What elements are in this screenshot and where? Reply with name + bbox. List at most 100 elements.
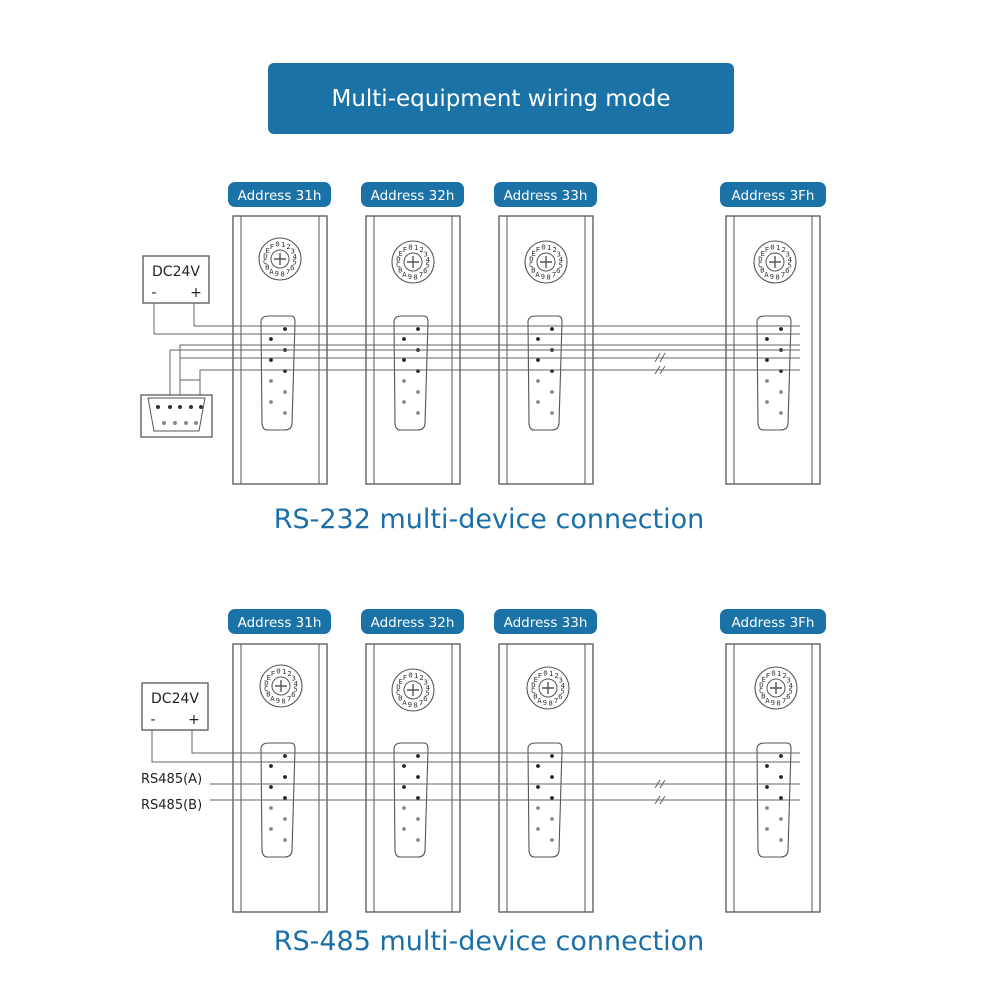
svg-text:5: 5 (787, 261, 791, 270)
svg-text:6: 6 (291, 690, 295, 699)
svg-text:D: D (396, 254, 400, 263)
address-label: Address 33h (504, 615, 588, 631)
svg-text:3: 3 (558, 675, 562, 684)
svg-text:3: 3 (290, 246, 294, 255)
svg-text:6: 6 (290, 263, 294, 272)
svg-text:9: 9 (275, 269, 279, 278)
svg-text:D: D (531, 680, 535, 689)
dial-slot-icon (542, 682, 554, 694)
dial-slot-icon (275, 680, 287, 692)
svg-text:8: 8 (776, 698, 780, 707)
rs485-address-badge-2: Address 32h (361, 609, 464, 634)
svg-text:A: A (402, 698, 407, 707)
svg-text:C: C (758, 260, 762, 269)
svg-text:B: B (266, 690, 271, 699)
title-text: Multi-equipment wiring mode (331, 86, 670, 112)
svg-text:A: A (764, 270, 769, 279)
rs232-caption: RS-232 multi-device connection (274, 504, 705, 535)
rs485-address-badge-4: Address 3Fh (720, 609, 826, 634)
svg-text:F: F (403, 673, 407, 682)
dial-slot-icon (274, 253, 286, 265)
rs232-wires (153, 303, 800, 400)
svg-text:D: D (759, 680, 763, 689)
svg-text:E: E (761, 675, 765, 684)
svg-text:6: 6 (423, 694, 427, 703)
svg-text:E: E (531, 249, 535, 258)
rs232-power-supply: DC24V - + (142, 255, 210, 304)
plus-terminal: + (190, 285, 202, 301)
svg-text:D: D (529, 254, 533, 263)
power-label: DC24V (152, 264, 200, 280)
svg-text:0: 0 (276, 667, 280, 676)
svg-text:C: C (263, 257, 267, 266)
svg-text:8: 8 (280, 269, 284, 278)
address-label: Address 3Fh (732, 188, 815, 204)
svg-text:3: 3 (291, 673, 295, 682)
svg-text:5: 5 (293, 685, 297, 694)
svg-text:F: F (403, 245, 407, 254)
db9-port (393, 315, 429, 431)
rs232-address-badge-4: Address 3Fh (720, 182, 826, 207)
minus-terminal: - (150, 712, 155, 728)
svg-text:E: E (533, 675, 537, 684)
dial-slot-icon (407, 256, 419, 268)
db9-port (756, 315, 792, 431)
db9-port (527, 315, 563, 431)
svg-text:D: D (263, 251, 267, 260)
svg-text:0: 0 (408, 671, 412, 680)
svg-text:2: 2 (781, 245, 785, 254)
svg-text:9: 9 (541, 272, 545, 281)
dial-slot-icon (407, 684, 419, 696)
svg-text:B: B (760, 266, 765, 275)
svg-text:3: 3 (423, 677, 427, 686)
svg-text:4: 4 (426, 683, 431, 692)
minus-terminal: - (151, 285, 156, 301)
svg-text:1: 1 (414, 671, 418, 680)
svg-text:7: 7 (419, 698, 423, 707)
rs485-line-breaks (654, 779, 666, 805)
svg-text:D: D (264, 678, 268, 687)
svg-text:8: 8 (413, 272, 417, 281)
svg-text:3: 3 (785, 249, 789, 258)
svg-text:D: D (396, 682, 400, 691)
svg-text:F: F (536, 245, 540, 254)
rs485-b-label: RS485(B) (141, 798, 202, 813)
svg-text:E: E (760, 249, 764, 258)
svg-text:4: 4 (561, 681, 566, 690)
svg-text:A: A (402, 270, 407, 279)
svg-text:6: 6 (785, 266, 789, 275)
svg-text:E: E (398, 677, 402, 686)
rs485-a-label: RS485(A) (141, 772, 202, 787)
svg-text:F: F (766, 671, 770, 680)
svg-text:1: 1 (281, 240, 285, 249)
svg-text:7: 7 (554, 696, 558, 705)
svg-text:6: 6 (556, 266, 560, 275)
svg-text:9: 9 (771, 698, 775, 707)
svg-text:C: C (759, 686, 763, 695)
svg-text:7: 7 (286, 267, 290, 276)
address-label: Address 31h (238, 188, 322, 204)
rs485-section: Address 31h Address 32h Address 33h Addr… (141, 609, 826, 957)
rs232-address-badge-1: Address 31h (228, 182, 331, 207)
svg-text:3: 3 (556, 249, 560, 258)
address-label: Address 33h (504, 188, 588, 204)
svg-text:5: 5 (292, 258, 296, 267)
svg-text:0: 0 (275, 240, 279, 249)
address-label: Address 32h (371, 615, 455, 631)
svg-text:2: 2 (287, 669, 291, 678)
title-banner-bg (268, 63, 734, 134)
svg-text:B: B (265, 263, 270, 272)
svg-text:5: 5 (560, 687, 564, 696)
rs485-caption: RS-485 multi-device connection (274, 926, 705, 957)
svg-text:B: B (761, 692, 766, 701)
svg-text:D: D (758, 254, 762, 263)
svg-text:1: 1 (282, 667, 286, 676)
svg-text:A: A (537, 696, 542, 705)
svg-text:C: C (264, 684, 268, 693)
svg-text:B: B (398, 694, 403, 703)
